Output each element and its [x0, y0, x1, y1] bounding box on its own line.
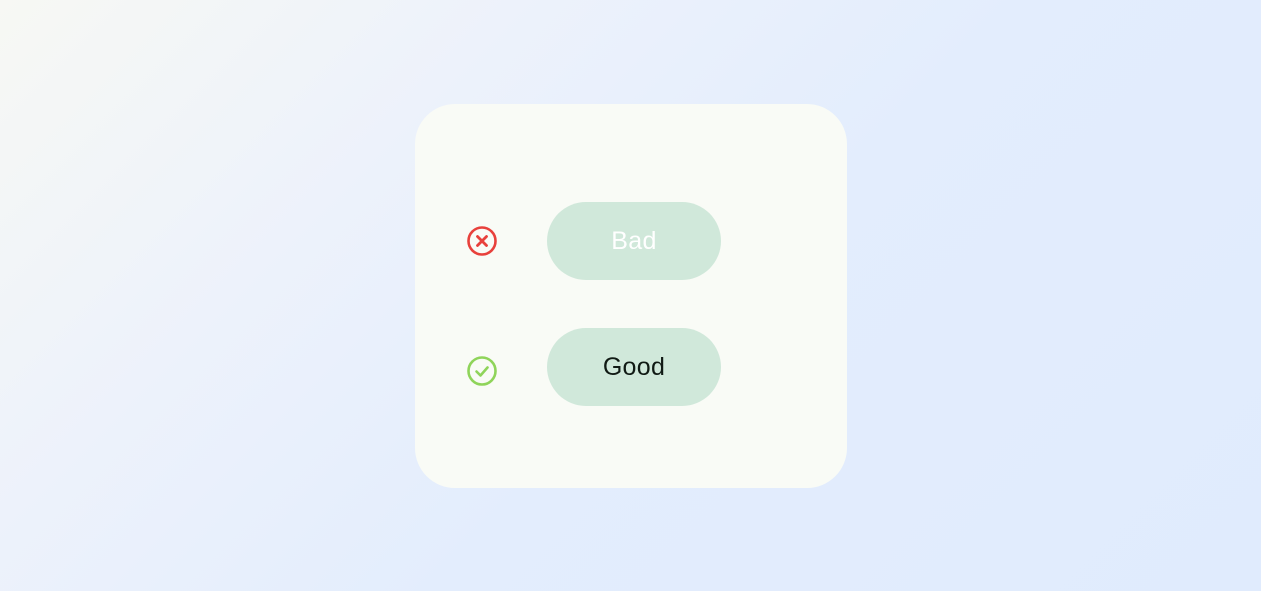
check-circle-icon — [466, 355, 498, 387]
bad-example-row: Bad — [415, 202, 847, 280]
example-card: Bad Good — [415, 104, 847, 488]
error-circle-x-icon — [466, 225, 498, 257]
bad-button[interactable]: Bad — [547, 202, 721, 280]
good-example-row: Good — [415, 328, 847, 406]
good-button[interactable]: Good — [547, 328, 721, 406]
